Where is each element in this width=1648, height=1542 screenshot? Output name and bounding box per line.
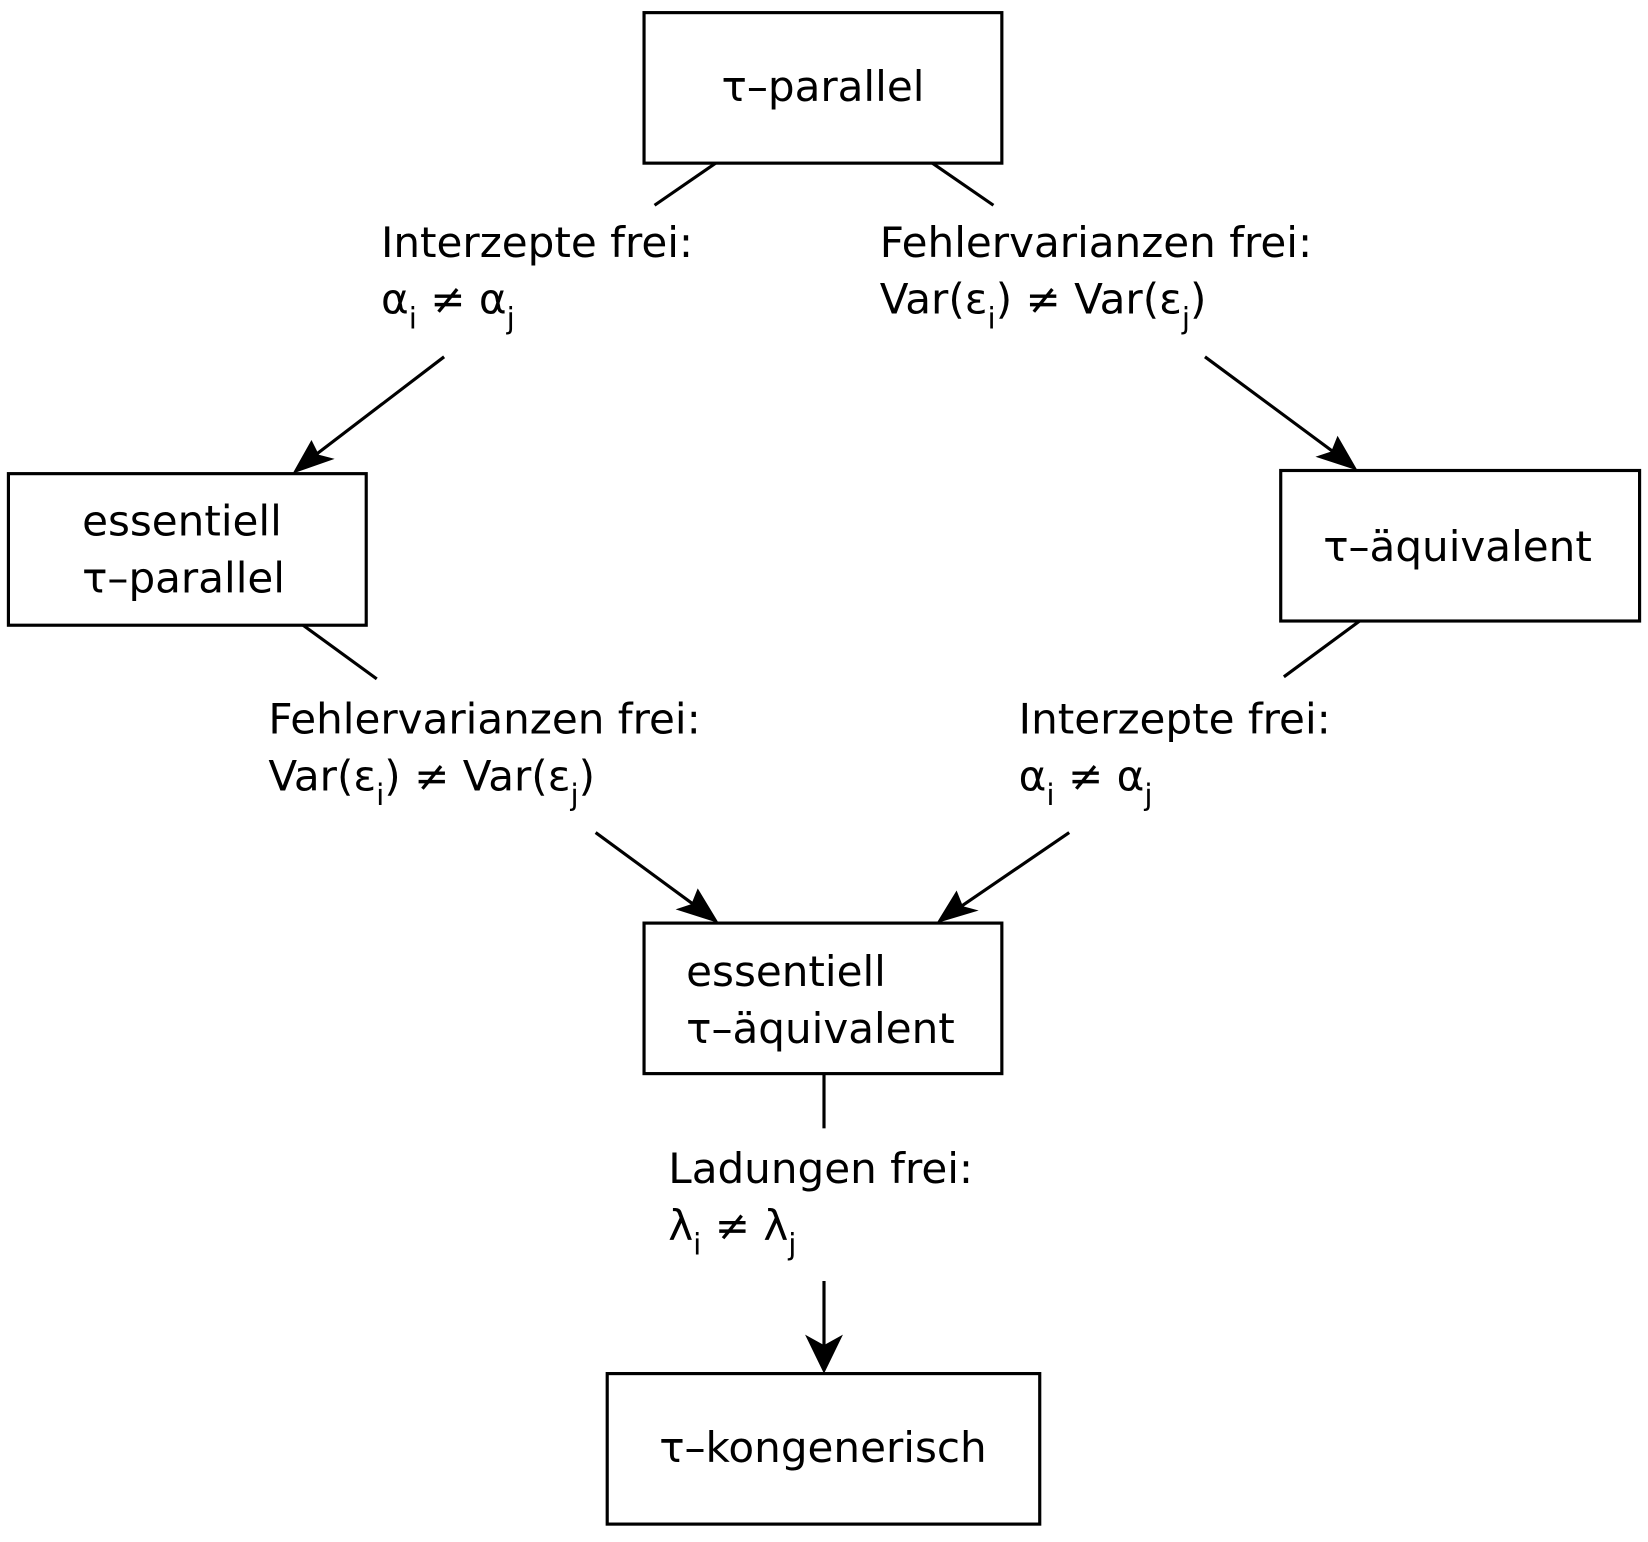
edge-label-title: Interzepte frei: [381, 218, 693, 267]
edge-label-formula: αi ≠ αj [1019, 751, 1153, 812]
node-essentiell-tau-parallel: essentiell τ–parallel [6, 472, 368, 627]
arrowhead-icon [936, 890, 979, 924]
formula-text: Var(ε [880, 275, 988, 324]
node-label-line-2: τ–äquivalent [686, 1004, 955, 1053]
edge-arrow-segment [958, 831, 1071, 909]
node-tau-parallel: τ–parallel [642, 11, 1004, 165]
node-label: τ–kongenerisch [659, 1423, 987, 1472]
formula-text: ) ≠ Var(ε [384, 751, 570, 800]
node-box [1279, 468, 1642, 623]
node-box [605, 1372, 1042, 1526]
formula-operator: ≠ [417, 275, 479, 324]
node-box [642, 921, 1004, 1076]
formula-subscript: i [693, 1228, 701, 1262]
edge-label-formula: Var(εi) ≠ Var(εj) [880, 275, 1207, 336]
node-essentiell-tau-aequivalent: essentiell τ–äquivalent [642, 921, 1004, 1076]
edge-arrow-segment [594, 831, 696, 907]
formula-symbol: α [479, 275, 507, 324]
edge-label-formula: λi ≠ λj [668, 1201, 796, 1262]
arrowhead-icon [1315, 435, 1358, 471]
edge-tau-parallel-to-essentiell-tau-parallel: Interzepte frei: αi ≠ αj [292, 161, 717, 474]
arrowhead-icon [292, 439, 335, 474]
edge-tail-segment [1282, 619, 1361, 679]
formula-subscript: i [376, 778, 384, 812]
node-tau-kongenerisch: τ–kongenerisch [605, 1372, 1042, 1526]
edge-essentiell-tau-parallel-to-essentiell-tau-aequivalent: Fehlervarianzen frei: Var(εi) ≠ Var(εj) [268, 623, 719, 924]
formula-subscript: j [1181, 301, 1190, 335]
formula-text: ) [1190, 275, 1206, 324]
edge-tail-segment [653, 161, 717, 207]
edge-label-formula: Var(εi) ≠ Var(εj) [268, 751, 595, 812]
edge-label-formula: αi ≠ αj [381, 275, 515, 336]
formula-text: ) [579, 751, 595, 800]
formula-text: Var(ε [268, 751, 376, 800]
edge-label-title: Interzepte frei: [1019, 695, 1331, 744]
node-box [642, 11, 1004, 165]
arrowhead-icon [805, 1334, 843, 1374]
formula-subscript: j [506, 301, 515, 335]
edge-arrow-segment [314, 355, 446, 456]
formula-text: ≠ λ [701, 1201, 788, 1250]
formula-text: λ [668, 1201, 693, 1250]
edge-arrow-segment [1204, 355, 1336, 454]
formula-symbol: α [381, 275, 409, 324]
formula-text: ≠ α [1055, 751, 1145, 800]
formula-subscript: i [1046, 778, 1054, 812]
edge-tau-aequivalent-to-essentiell-tau-aequivalent: Interzepte frei: αi ≠ αj [936, 619, 1361, 924]
edge-tail-segment [931, 161, 995, 207]
node-label: τ–parallel [721, 62, 924, 111]
formula-text: α [1019, 751, 1047, 800]
formula-subscript: j [1143, 778, 1152, 812]
node-label-line-1: essentiell [82, 497, 282, 546]
formula-subscript: j [569, 778, 578, 812]
formula-subscript: i [988, 301, 996, 335]
formula-text: ) ≠ Var(ε [996, 275, 1182, 324]
formula-subscript: i [409, 301, 417, 335]
edge-label-title: Ladungen frei: [668, 1144, 973, 1193]
node-label-line-1: essentiell [686, 947, 886, 996]
edge-label-title: Fehlervarianzen frei: [268, 695, 700, 744]
edge-tail-segment [302, 623, 378, 681]
edge-tau-parallel-to-tau-aequivalent: Fehlervarianzen frei: Var(εi) ≠ Var(εj) [880, 161, 1358, 471]
node-tau-aequivalent: τ–äquivalent [1279, 468, 1642, 623]
edge-label-title: Fehlervarianzen frei: [880, 218, 1312, 267]
node-label: τ–äquivalent [1323, 522, 1592, 571]
edge-essentiell-tau-aequivalent-to-tau-kongenerisch: Ladungen frei: λi ≠ λj [668, 1073, 973, 1374]
formula-subscript: j [787, 1228, 796, 1262]
arrowhead-icon [675, 888, 719, 924]
node-box [6, 472, 368, 627]
node-label-line-2: τ–parallel [82, 554, 285, 603]
